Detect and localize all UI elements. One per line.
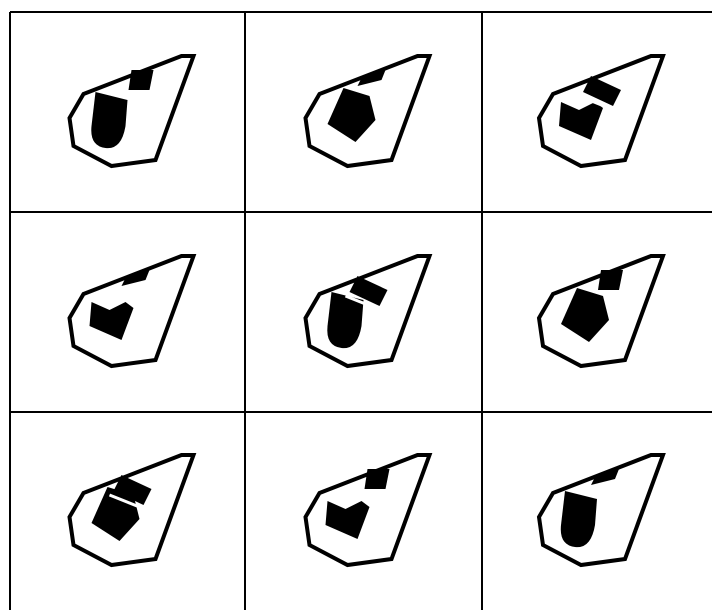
upper-shape-small-square xyxy=(598,270,623,290)
upper-shape-small-square xyxy=(129,70,154,90)
upper-shape-small-square xyxy=(365,469,390,489)
